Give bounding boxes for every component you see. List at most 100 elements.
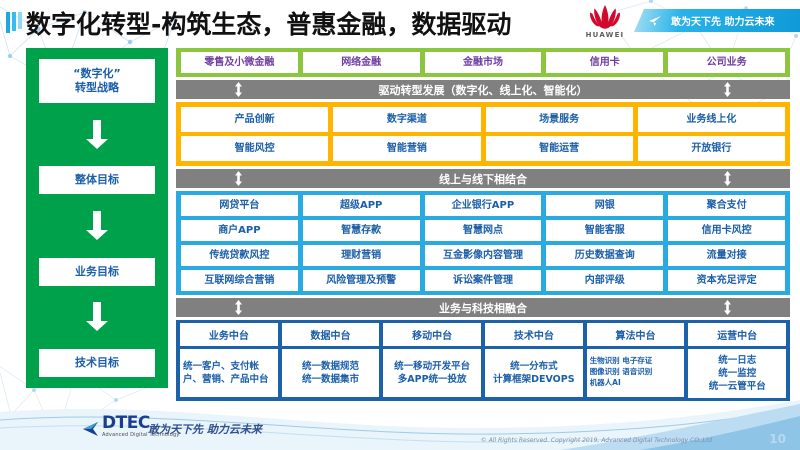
- channel-cell[interactable]: 内部评级: [546, 270, 664, 291]
- platform-column: 算法中台 生物识别 电子存证 图像识别 语音识别 机器人AI: [586, 323, 685, 398]
- platform-body: 统一日志 统一监控 统一云管平台: [688, 349, 787, 398]
- strategy-label-2: 业务目标: [75, 264, 119, 278]
- channel-cell[interactable]: 风险管理及预警: [302, 270, 420, 291]
- transformation-band: 产品创新 数字渠道 场景服务 业务线上化 智能风控 智能营销 智能运营 开放银行: [176, 102, 790, 166]
- business-lines-row: 零售及小微金融 网络金融 金融市场 信用卡 公司业务: [181, 52, 785, 73]
- connector-bar-1: 驱动转型发展（数字化、线上化、智能化）: [176, 80, 790, 99]
- slide-footer: DTEC Advanced Digital Technology 敢为天下先 助…: [0, 398, 800, 450]
- channel-cell[interactable]: 智能客服: [546, 220, 664, 241]
- up-down-arrow-icon: [235, 300, 242, 315]
- channel-cell[interactable]: 诉讼案件管理: [424, 270, 542, 291]
- down-arrow-icon: [86, 302, 108, 332]
- transformation-cell[interactable]: 数字渠道: [333, 107, 481, 132]
- channels-row-4: 互联网综合营销 风险管理及预警 诉讼案件管理 内部评级 资本充足评定: [181, 270, 785, 291]
- arrow-down-2: [85, 286, 109, 349]
- dtec-name: DTEC: [102, 413, 150, 433]
- platform-head[interactable]: 运营中台: [688, 323, 787, 346]
- channel-cell[interactable]: 历史数据查询: [546, 245, 664, 266]
- channel-cell[interactable]: 信用卡风控: [668, 220, 785, 241]
- transformation-cell[interactable]: 智能运营: [485, 136, 633, 161]
- business-line-cell[interactable]: 零售及小微金融: [181, 52, 298, 73]
- transformation-cell[interactable]: 产品创新: [181, 107, 329, 132]
- up-down-arrow-icon: [235, 171, 242, 186]
- channels-band: 网贷平台 超级APP 企业银行APP 网银 聚合支付 商户APP 智慧存款 智慧…: [176, 191, 790, 295]
- channel-cell[interactable]: 超级APP: [302, 195, 420, 216]
- transformation-cell[interactable]: 业务线上化: [637, 107, 785, 132]
- platform-column: 技术中台 统一分布式 计算框架DEVOPS: [485, 323, 583, 398]
- connector-bar-3-label: 业务与科技相融合: [439, 301, 527, 315]
- up-down-arrow-icon: [724, 171, 731, 186]
- strategy-box-3[interactable]: 技术目标: [39, 348, 155, 377]
- content-stack: 零售及小微金融 网络金融 金融市场 信用卡 公司业务 驱动转型发展（数字化、线上…: [176, 48, 790, 401]
- huawei-flower-icon: [590, 5, 620, 29]
- footer-slogan: 敢为天下先 助力云未来: [148, 423, 262, 436]
- channel-cell[interactable]: 网银: [546, 195, 664, 216]
- channel-cell[interactable]: 互金影像内容管理: [424, 245, 542, 266]
- strategy-column: “数字化”转型战略 整体目标 业务目标 技术目标: [26, 48, 168, 388]
- platform-head[interactable]: 业务中台: [180, 323, 278, 346]
- channel-cell[interactable]: 智慧网点: [424, 220, 542, 241]
- platform-column: 数据中台 统一数据规范 统一数据集市: [281, 323, 380, 398]
- platform-head[interactable]: 移动中台: [383, 323, 482, 346]
- platforms-band: 业务中台 统一客户、支付帐户、营销、产品中台 数据中台 统一数据规范 统一数据集…: [176, 320, 790, 401]
- business-line-cell[interactable]: 公司业务: [668, 52, 785, 73]
- up-down-arrow-icon: [724, 82, 731, 97]
- platform-table: 业务中台 统一客户、支付帐户、营销、产品中台 数据中台 统一数据规范 统一数据集…: [180, 323, 787, 398]
- channel-cell[interactable]: 流量对接: [668, 245, 785, 266]
- business-line-cell[interactable]: 信用卡: [546, 52, 664, 73]
- platform-head[interactable]: 数据中台: [281, 323, 380, 346]
- transformation-cell[interactable]: 开放银行: [637, 136, 785, 161]
- strategy-box-1[interactable]: 整体目标: [39, 166, 155, 195]
- arrow-down-0: [85, 103, 109, 166]
- up-down-arrow-icon: [235, 82, 242, 97]
- channel-cell[interactable]: 智慧存款: [302, 220, 420, 241]
- platform-column: 运营中台 统一日志 统一监控 统一云管平台: [688, 323, 787, 398]
- transformation-row-1: 产品创新 数字渠道 场景服务 业务线上化: [181, 107, 785, 132]
- channel-cell[interactable]: 企业银行APP: [424, 195, 542, 216]
- channel-cell[interactable]: 网贷平台: [181, 195, 298, 216]
- business-line-cell[interactable]: 网络金融: [302, 52, 420, 73]
- strategy-label-3: 技术目标: [75, 355, 119, 369]
- title-accent-bars: [6, 12, 22, 33]
- channel-cell[interactable]: 传统贷款风控: [181, 245, 298, 266]
- huawei-wordmark: HUAWEI: [585, 31, 625, 39]
- arrow-down-1: [85, 194, 109, 257]
- huawei-logo: HUAWEI: [578, 3, 632, 41]
- transformation-cell[interactable]: 智能营销: [333, 136, 481, 161]
- business-line-cell[interactable]: 金融市场: [424, 52, 542, 73]
- footer-wave-decoration: [0, 400, 800, 450]
- platform-body: 统一客户、支付帐户、营销、产品中台: [180, 349, 278, 397]
- platform-body: 生物识别 电子存证 图像识别 语音识别 机器人AI: [586, 349, 685, 397]
- platform-body: 统一移动开发平台 多APP统一投放: [383, 349, 482, 397]
- transformation-cell[interactable]: 智能风控: [181, 136, 329, 161]
- connector-bar-2: 线上与线下相结合: [176, 169, 790, 188]
- channel-cell[interactable]: 互联网综合营销: [181, 270, 298, 291]
- platform-head[interactable]: 技术中台: [485, 323, 583, 346]
- channel-cell[interactable]: 资本充足评定: [668, 270, 785, 291]
- strategy-box-0[interactable]: “数字化”转型战略: [39, 59, 155, 103]
- business-lines-band: 零售及小微金融 网络金融 金融市场 信用卡 公司业务: [176, 48, 790, 77]
- channel-cell[interactable]: 商户APP: [181, 220, 298, 241]
- platform-head[interactable]: 算法中台: [586, 323, 685, 346]
- dtec-logo: DTEC Advanced Digital Technology: [82, 415, 180, 438]
- channel-cell[interactable]: 聚合支付: [668, 195, 785, 216]
- up-down-arrow-icon: [724, 300, 731, 315]
- platform-column: 移动中台 统一移动开发平台 多APP统一投放: [383, 323, 482, 398]
- strategy-label-0: “数字化”转型战略: [73, 67, 121, 94]
- down-arrow-icon: [86, 210, 108, 240]
- channels-row-2: 商户APP 智慧存款 智慧网点 智能客服 信用卡风控: [181, 220, 785, 241]
- page-title: 数字化转型-构筑生态，普惠金融，数据驱动: [26, 10, 512, 39]
- strategy-box-2[interactable]: 业务目标: [39, 257, 155, 286]
- connector-bar-3: 业务与科技相融合: [176, 298, 790, 317]
- channels-row-1: 网贷平台 超级APP 企业银行APP 网银 聚合支付: [181, 195, 785, 216]
- slide-header: 数字化转型-构筑生态，普惠金融，数据驱动 HUAWEI 敢为天下先 助力云未来: [0, 0, 800, 44]
- connector-bar-2-label: 线上与线下相结合: [439, 172, 527, 186]
- platform-body: 统一数据规范 统一数据集市: [281, 349, 380, 397]
- slogan-ribbon: 敢为天下先 助力云未来: [634, 9, 800, 32]
- transformation-cell[interactable]: 场景服务: [485, 107, 633, 132]
- channels-row-3: 传统贷款风控 理财营销 互金影像内容管理 历史数据查询 流量对接: [181, 245, 785, 266]
- down-arrow-icon: [86, 119, 108, 149]
- slogan-text: 敢为天下先 助力云未来: [671, 17, 775, 28]
- channel-cell[interactable]: 理财营销: [302, 245, 420, 266]
- dtec-subtitle: Advanced Digital Technology: [102, 432, 180, 438]
